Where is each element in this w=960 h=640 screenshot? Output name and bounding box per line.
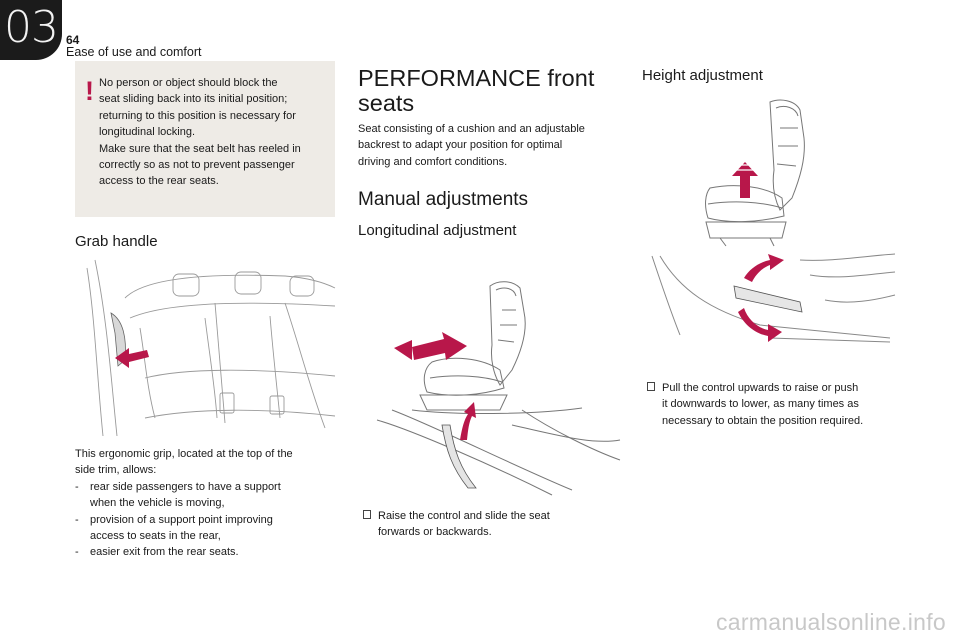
height-adjustment-heading: Height adjustment xyxy=(642,67,763,84)
instruction-line: Pull the control upwards to raise or pus… xyxy=(662,381,859,394)
checkbox-icon xyxy=(363,510,371,519)
rear-seat-illustration xyxy=(86,259,336,437)
list-line: easier exit from the rear seats. xyxy=(90,546,239,559)
intro-line: side trim, allows: xyxy=(75,464,157,477)
warning-box xyxy=(75,61,335,217)
list-line: provision of a support point improving xyxy=(90,513,273,526)
warning-line: access to the rear seats. xyxy=(99,175,219,188)
grab-handle-heading: Grab handle xyxy=(75,233,158,250)
dash: - xyxy=(75,513,79,526)
dash: - xyxy=(75,546,79,559)
longitudinal-heading: Longitudinal adjustment xyxy=(358,222,517,239)
text-line: Seat consisting of a cushion and an adju… xyxy=(358,123,585,135)
longitudinal-instruction: Raise the control and slide the seat for… xyxy=(363,508,628,541)
warning-text: No person or object should block the sea… xyxy=(99,75,331,190)
warning-line: correctly so as not to prevent passenger xyxy=(99,159,295,172)
list-item: - rear side passengers to have a support… xyxy=(75,479,331,512)
height-instruction: Pull the control upwards to raise or pus… xyxy=(647,380,912,429)
longitudinal-seat-illustration xyxy=(376,281,621,496)
warning-icon: ! xyxy=(85,76,94,106)
warning-line: seat sliding back into its initial posit… xyxy=(99,93,288,106)
list-item: - easier exit from the rear seats. xyxy=(75,544,331,560)
checkbox-icon xyxy=(647,381,655,391)
heading-line: PERFORMANCE front xyxy=(358,65,595,91)
height-lever-illustration xyxy=(651,253,896,343)
grab-handle-text: This ergonomic grip, located at the top … xyxy=(75,446,331,561)
chapter-tab xyxy=(0,0,62,60)
performance-text: Seat consisting of a cushion and an adju… xyxy=(358,121,620,170)
list-line: access to seats in the rear, xyxy=(90,530,221,543)
intro-line: This ergonomic grip, located at the top … xyxy=(75,448,293,460)
manual-adjustments-heading: Manual adjustments xyxy=(358,189,529,210)
chapter-number: 03 xyxy=(4,2,59,53)
instruction-line: forwards or backwards. xyxy=(378,526,492,539)
warning-line: returning to this position is necessary … xyxy=(99,109,296,122)
instruction-line: Raise the control and slide the seat xyxy=(378,510,550,522)
list-item: - provision of a support point improving… xyxy=(75,512,331,545)
text-line: backrest to adapt your position for opti… xyxy=(358,139,563,152)
warning-line: Make sure that the seat belt has reeled … xyxy=(99,142,301,155)
list-line: when the vehicle is moving, xyxy=(90,497,225,510)
text-line: driving and comfort conditions. xyxy=(358,155,508,168)
warning-line: longitudinal locking. xyxy=(99,126,196,139)
page-number: 64 xyxy=(66,33,80,47)
performance-heading: PERFORMANCE front seats xyxy=(358,66,618,116)
height-seat-illustration xyxy=(705,99,805,247)
watermark: carmanualsonline.info xyxy=(715,609,946,635)
instruction-line: necessary to obtain the position require… xyxy=(662,414,864,427)
dash: - xyxy=(75,480,79,493)
list-line: rear side passengers to have a support xyxy=(90,480,281,493)
section-title: Ease of use and comfort xyxy=(66,45,202,59)
warning-line: No person or object should block the xyxy=(99,77,278,89)
instruction-line: it downwards to lower, as many times as xyxy=(662,398,859,411)
heading-line: seats xyxy=(358,90,415,116)
